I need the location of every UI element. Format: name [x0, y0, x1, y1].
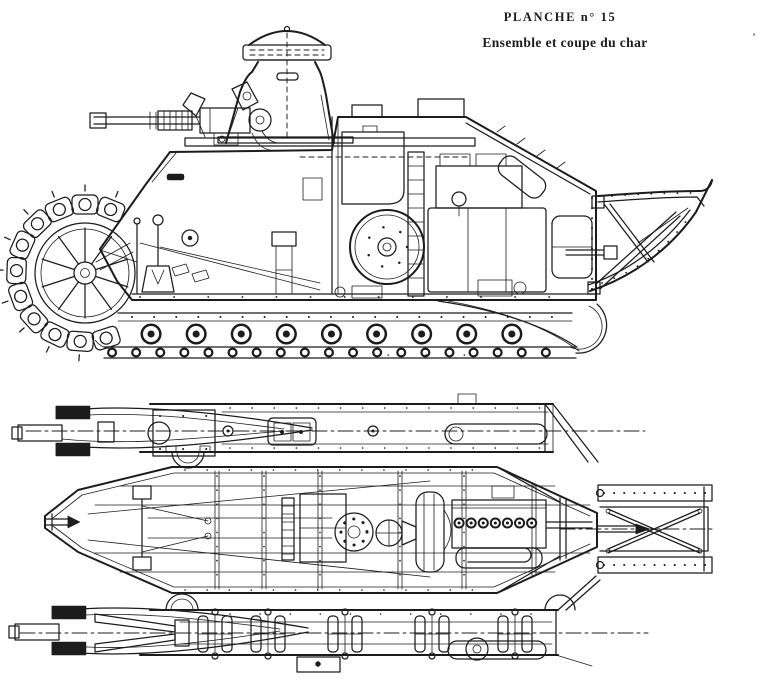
turret [217, 25, 354, 144]
idler-wheel [0, 184, 136, 363]
engine-side [334, 153, 618, 299]
side-view-figure [0, 25, 713, 363]
plan-lower-track [8, 575, 649, 673]
driver-controls [99, 177, 323, 294]
track-run [94, 300, 608, 359]
plate-caption: Ensemble et coupe du char [482, 35, 648, 50]
plan-view-figure [8, 393, 713, 673]
plan-upper-track [11, 393, 646, 469]
plan-hull [44, 466, 598, 594]
plate-number-label: PLANCHE n° 15 [503, 10, 617, 24]
plan-tail-frame [559, 484, 713, 574]
plan-powertrain [281, 485, 593, 573]
tail-skid [587, 179, 713, 295]
hull-side [99, 98, 597, 301]
print-speck [753, 33, 755, 36]
machine-gun [89, 81, 279, 151]
